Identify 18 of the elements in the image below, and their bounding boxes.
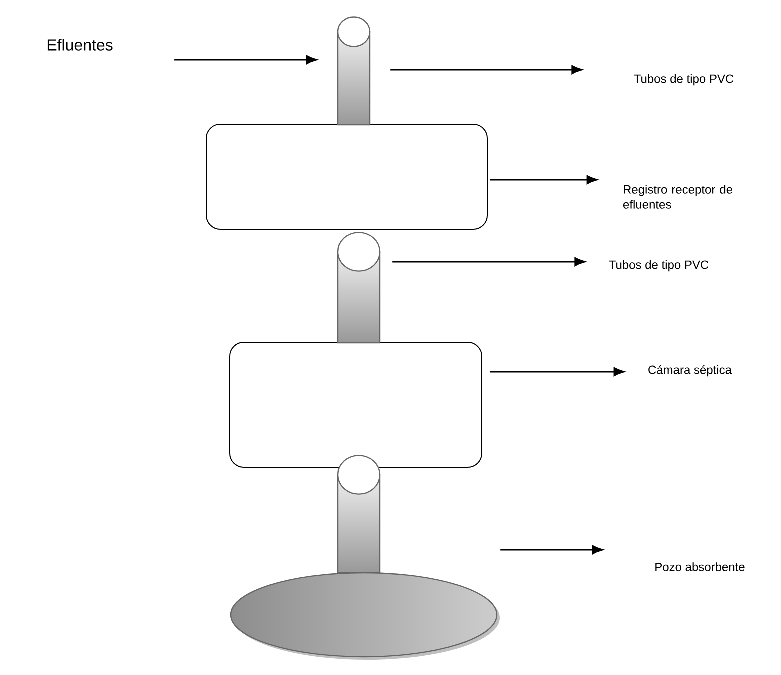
label-text: Tubos de tipo PVC — [634, 74, 734, 86]
label-text: Efluentes — [48, 39, 113, 51]
arrow — [392, 258, 586, 266]
arrow — [174, 56, 318, 64]
label-text: Pozo absorbente — [656, 562, 745, 572]
pipe-drawing — [337, 232, 381, 344]
arrow — [490, 368, 625, 376]
rounded-box — [206, 124, 488, 230]
label-text: Cámara séptica — [648, 365, 732, 377]
pipe-drawing — [337, 16, 371, 126]
pipe-drawing — [337, 455, 381, 574]
arrow — [500, 546, 604, 554]
well-drawing — [230, 572, 500, 660]
rounded-box — [230, 342, 482, 468]
arrow — [390, 66, 582, 74]
label-text: Registro receptor de efluentes — [624, 185, 732, 209]
label-text: Tubos de tipo PVC — [609, 260, 709, 272]
arrow — [490, 176, 598, 184]
